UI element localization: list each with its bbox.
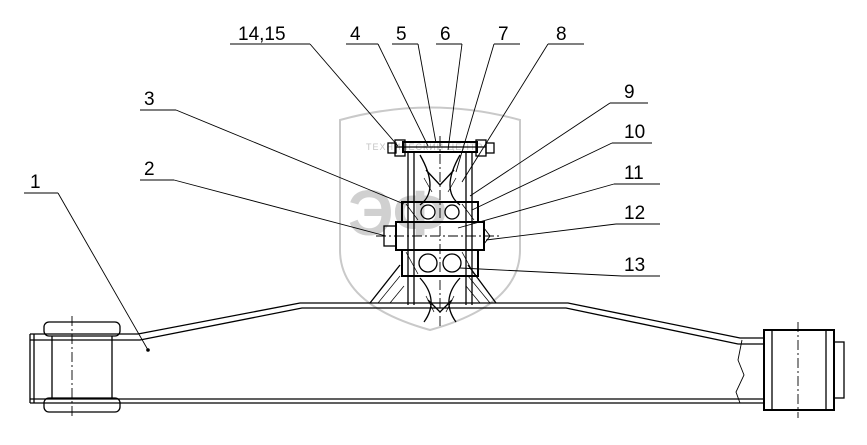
watermark-logo-text: ЭФ bbox=[348, 177, 447, 249]
beam bbox=[29, 302, 845, 418]
label-12: 12 bbox=[624, 203, 645, 224]
label-7: 7 bbox=[498, 24, 509, 45]
label-2: 2 bbox=[144, 159, 155, 180]
label-4: 4 bbox=[350, 24, 361, 45]
label-9: 9 bbox=[624, 82, 635, 103]
label-13: 13 bbox=[624, 255, 645, 276]
callout-labels: 14,15 4 5 6 7 8 9 10 11 12 13 3 2 1 bbox=[30, 24, 645, 276]
label-8: 8 bbox=[556, 24, 567, 45]
leader-lines bbox=[24, 43, 660, 352]
label-14-15: 14,15 bbox=[238, 24, 286, 45]
label-11: 11 bbox=[624, 163, 644, 184]
label-1: 1 bbox=[30, 172, 41, 193]
leader-dot-1 bbox=[146, 348, 150, 352]
label-3: 3 bbox=[144, 89, 155, 110]
label-10: 10 bbox=[624, 122, 645, 143]
label-6: 6 bbox=[440, 24, 451, 45]
label-5: 5 bbox=[396, 24, 407, 45]
pulley-assembly bbox=[376, 136, 500, 328]
